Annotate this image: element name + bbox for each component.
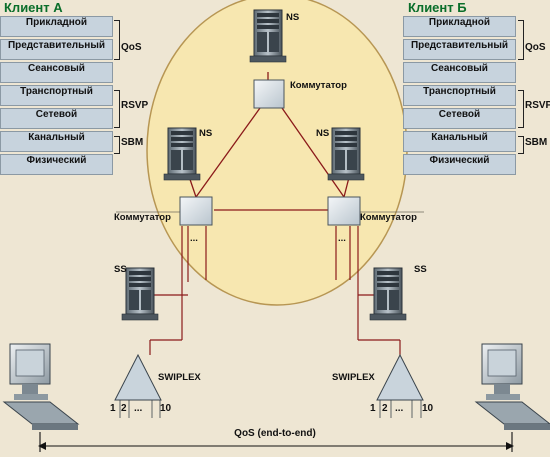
swiplex-right-icon: [376, 353, 424, 401]
client-b-title: Клиент Б: [408, 0, 467, 15]
layer-transport: Транспортный: [0, 85, 113, 106]
layer-network: Сетевой: [403, 108, 516, 129]
port-left-2: 2: [121, 403, 127, 414]
switch-top-icon: [253, 79, 285, 109]
bracket-qos-b: [518, 20, 524, 60]
layer-physical: Физический: [0, 154, 113, 175]
layer-application: Прикладной: [0, 16, 113, 37]
sbm-label-a: SBM: [121, 137, 144, 148]
switch-top-label: Коммутатор: [290, 80, 347, 91]
client-a-title: Клиент А: [4, 0, 63, 15]
qos-label-b: QoS: [525, 42, 546, 53]
port-right-1: 1: [370, 403, 376, 414]
layer-presentation: Представительный: [403, 39, 516, 60]
layer-session: Сеансовый: [403, 62, 516, 83]
layer-datalink: Канальный: [0, 131, 113, 152]
switch-left-dots: ...: [190, 233, 198, 244]
bracket-qos-a: [114, 20, 120, 60]
qos-arrow: [38, 432, 514, 452]
sbm-label-b: SBM: [525, 137, 548, 148]
switch-left-label: Коммутатор: [114, 212, 171, 223]
port-right-2: 2: [382, 403, 388, 414]
ss-left-label: SS: [114, 264, 127, 275]
layer-datalink: Канальный: [403, 131, 516, 152]
layer-network: Сетевой: [0, 108, 113, 129]
swiplex-left-label: SWIPLEX: [158, 372, 201, 383]
port-left-dots: ...: [134, 403, 143, 414]
swiplex-right-label: SWIPLEX: [332, 372, 375, 383]
client-a-stack: Прикладной Представительный Сеансовый Тр…: [0, 16, 113, 177]
swiplex-left-icon: [114, 353, 162, 401]
layer-session: Сеансовый: [0, 62, 113, 83]
qos-end-to-end-label: QoS (end-to-end): [234, 428, 316, 439]
rsvp-label-b: RSVP: [525, 100, 550, 111]
ns-top-label: NS: [286, 12, 300, 23]
qos-label-a: QoS: [121, 42, 142, 53]
layer-transport: Транспортный: [403, 85, 516, 106]
switch-right-dots: ...: [338, 233, 346, 244]
bracket-rsvp-b: [518, 90, 524, 128]
bracket-sbm-b: [518, 136, 524, 154]
switch-left-icon: [179, 196, 213, 226]
client-b-stack: Прикладной Представительный Сеансовый Тр…: [403, 16, 516, 177]
port-right-10: 10: [422, 403, 434, 414]
rsvp-label-a: RSVP: [121, 100, 149, 111]
ns-left-label: NS: [199, 128, 213, 139]
switch-right-label: Коммутатор: [360, 212, 417, 223]
bracket-sbm-a: [114, 136, 120, 154]
layer-physical: Физический: [403, 154, 516, 175]
access-links: [149, 226, 401, 355]
ns-right-label: NS: [316, 128, 330, 139]
layer-presentation: Представительный: [0, 39, 113, 60]
switch-right-icon: [327, 196, 361, 226]
port-right-dots: ...: [395, 403, 404, 414]
bracket-rsvp-a: [114, 90, 120, 128]
port-left-10: 10: [160, 403, 172, 414]
layer-application: Прикладной: [403, 16, 516, 37]
port-left-1: 1: [110, 403, 116, 414]
ss-right-label: SS: [414, 264, 427, 275]
